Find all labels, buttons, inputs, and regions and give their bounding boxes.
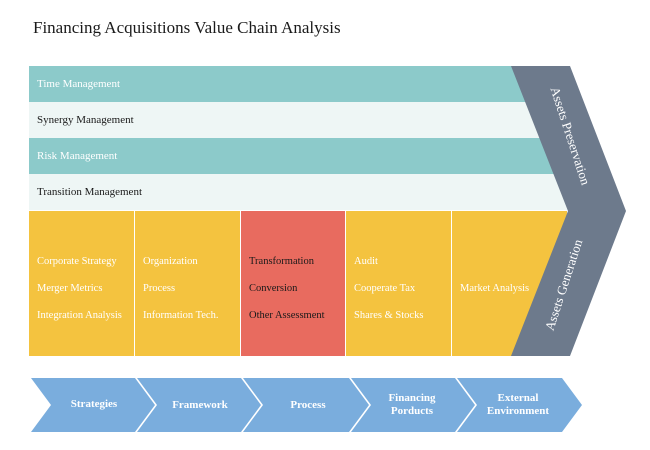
chevron-label-process: Process	[264, 399, 352, 412]
chevron-label-financing: Financing Porducts	[368, 392, 456, 418]
column-item: Market Analysis	[460, 283, 530, 294]
chevron-external	[457, 378, 582, 432]
column-strategy: Corporate Strategy Merger Metrics Integr…	[29, 211, 135, 356]
chevron-label-line: Process	[290, 399, 326, 411]
diagram-title: Financing Acquisitions Value Chain Analy…	[33, 18, 341, 37]
band-transition-management: Transition Management	[29, 174, 589, 210]
chevron-label-line: Strategies	[70, 398, 118, 410]
column-organization: Organization Process Information Tech.	[135, 211, 241, 356]
column-audit: Audit Cooperate Tax Shares & Stocks	[346, 211, 452, 356]
column-item: Integration Analysis	[37, 310, 122, 321]
chevron-label-line: Financing	[388, 392, 436, 404]
column-item: Other Assessment	[249, 310, 325, 321]
column-item: Shares & Stocks	[354, 310, 424, 321]
chevron-strategies	[31, 378, 155, 432]
chevron-label-line: Environment	[486, 405, 550, 417]
chevron-label-line: External	[497, 392, 539, 404]
chevron-financing	[351, 378, 475, 432]
chevron-process	[243, 378, 369, 432]
column-item: Organization	[143, 256, 198, 267]
column-item: Corporate Strategy	[37, 256, 117, 267]
column-transformation: Transformation Conversion Other Assessme…	[241, 211, 346, 356]
chevron-label-external: External Environment	[474, 392, 562, 418]
band-risk-management: Risk Management	[29, 138, 589, 174]
chevron-framework	[137, 378, 261, 432]
column-item: Transformation	[249, 256, 314, 267]
band-synergy-management: Synergy Management	[29, 102, 569, 138]
chevron-label-line: Porducts	[390, 405, 434, 417]
assets-arrow-shape	[511, 66, 626, 356]
column-item: Process	[143, 283, 176, 294]
column-item: Cooperate Tax	[354, 283, 416, 294]
column-item: Audit	[354, 256, 378, 267]
band-time-management: Time Management	[29, 66, 549, 102]
chevron-label-framework: Framework	[156, 399, 244, 412]
chevron-label-strategies: Strategies	[50, 398, 138, 411]
chevron-label-line: Framework	[172, 399, 228, 411]
column-item: Conversion	[249, 283, 298, 294]
column-item: Merger Metrics	[37, 283, 103, 294]
column-item: Information Tech.	[143, 310, 219, 321]
